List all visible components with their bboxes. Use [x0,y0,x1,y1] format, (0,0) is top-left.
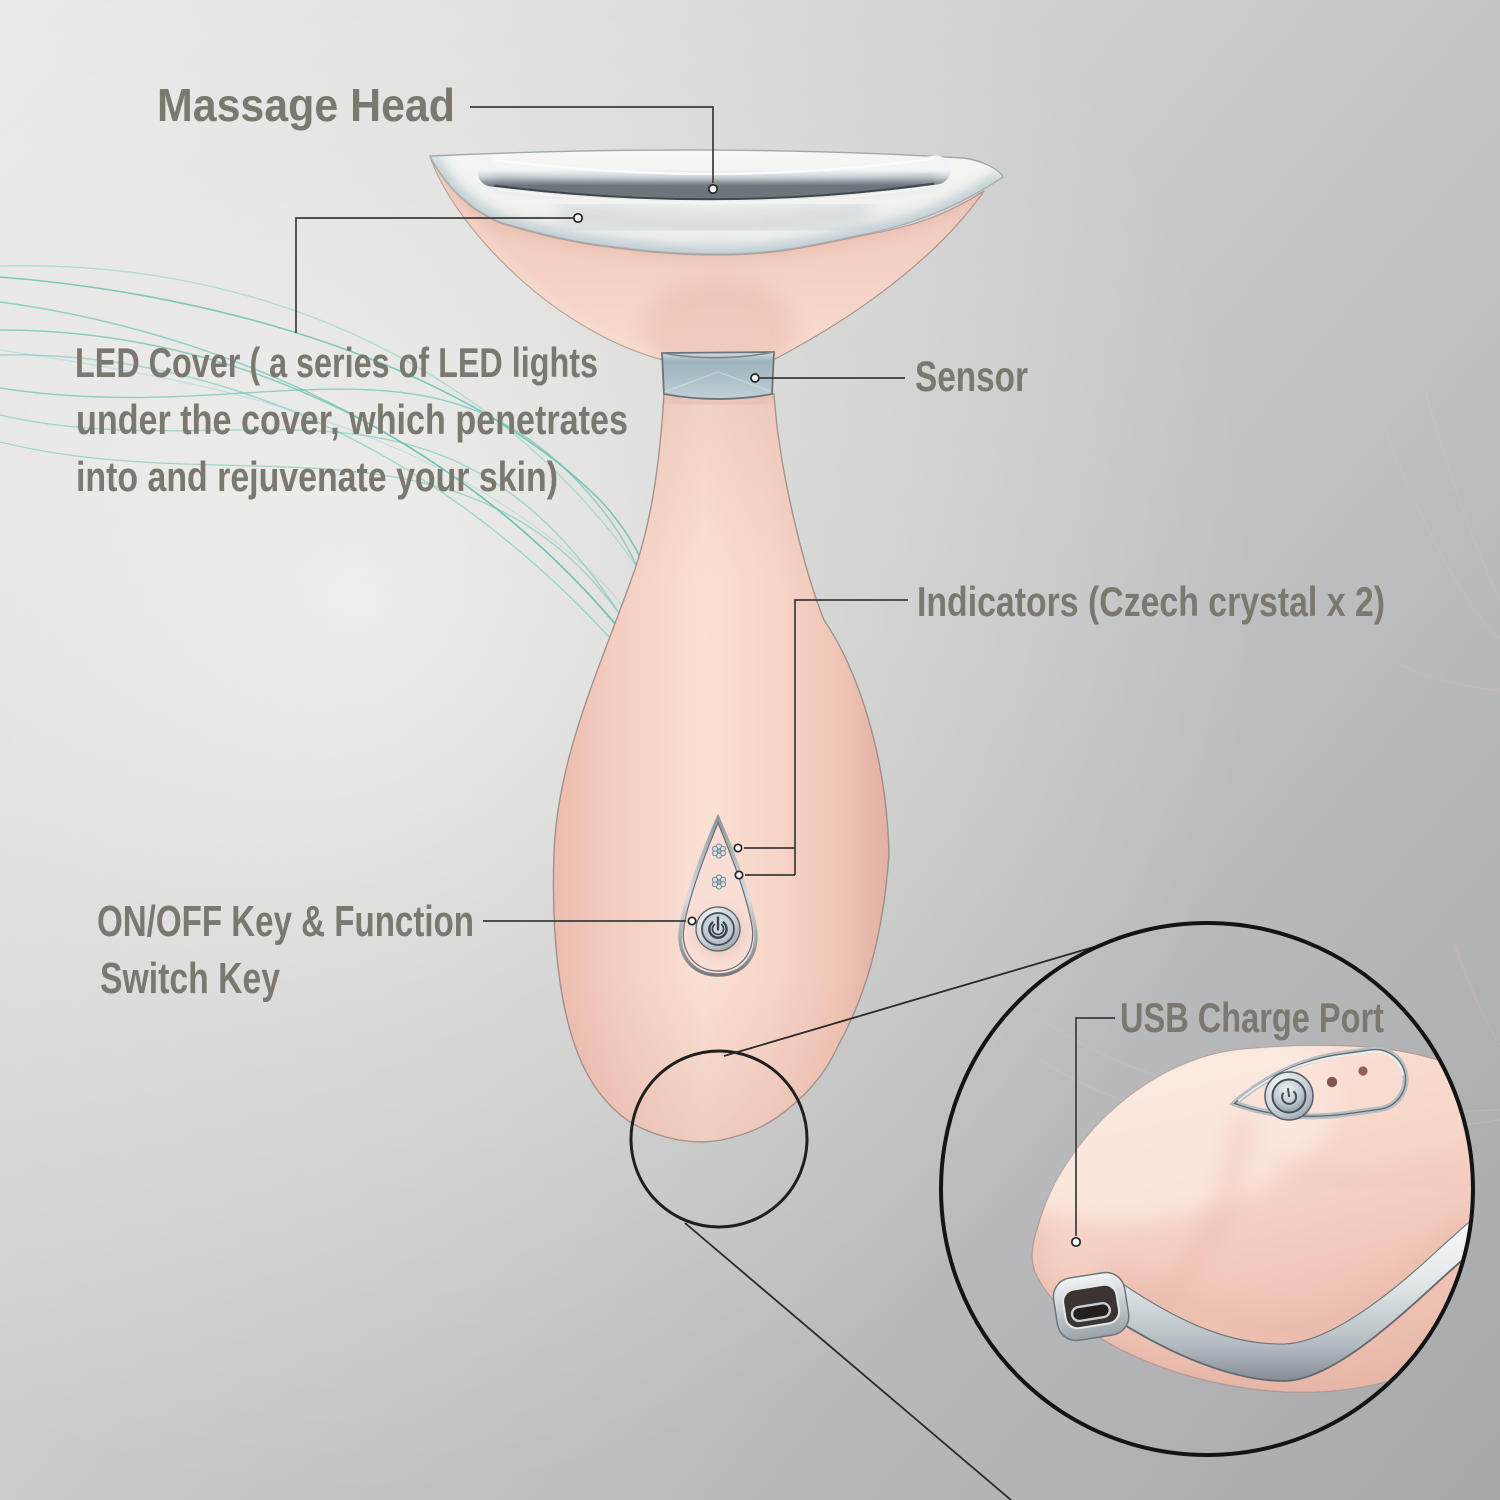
svg-text:ON/OFF Key & Function: ON/OFF Key & Function [97,897,474,946]
svg-text:Indicators (Czech crystal x 2): Indicators (Czech crystal x 2) [917,578,1385,625]
svg-text:Sensor: Sensor [915,353,1028,401]
svg-text:USB Charge Port: USB Charge Port [1120,994,1384,1041]
svg-text:Massage Head: Massage Head [157,79,455,131]
svg-text:under the cover, which penetra: under the cover, which penetrates [76,396,628,443]
svg-text:Switch Key: Switch Key [100,954,280,1003]
svg-text:into and rejuvenate your skin): into and rejuvenate your skin) [76,453,558,500]
svg-text:LED Cover ( a series of LED li: LED Cover ( a series of LED lights [75,339,598,386]
